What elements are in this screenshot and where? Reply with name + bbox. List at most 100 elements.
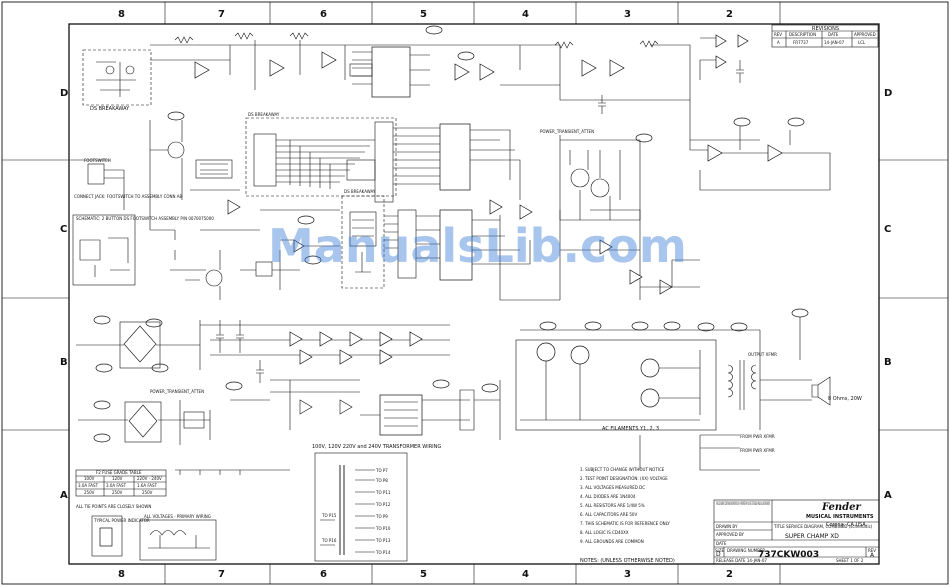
note-8: 8. ALL LOGIC IS CD40XX — [580, 530, 629, 535]
schematic-note: SCHEMATIC: 2 BUTTON DS FOOTSWITCH ASSEMB… — [76, 216, 214, 221]
to-p13: TO P13 — [375, 538, 391, 543]
ds-breakaway-top-label: DS BREAKAWAY — [90, 106, 130, 112]
zone-top-4: 4 — [522, 9, 529, 20]
circuit-c-left: FOOTSWITCH CONNECT JACK: FOOTSWITCH TO A… — [70, 120, 300, 300]
ac-filaments-label: AC FILAMENTS Y1, 2, 3 — [602, 426, 659, 432]
title-value: SERVICE DIAGRAM, COMBINED (schematic) — [786, 524, 873, 529]
transformer-title: 100V, 120V 220V and 240V TRANSFORMER WIR… — [312, 444, 441, 450]
power-transient-b-label: POWER_TRANSIENT_ATTEN — [150, 389, 204, 394]
to-p16: TO P16 — [321, 538, 337, 543]
note-6: 6. ALL CAPACITORS ARE 50V — [580, 512, 637, 517]
size-value: D — [716, 551, 721, 558]
rev-value-block: A — [870, 552, 875, 559]
sheet-number: SHEET 1 OF 2 — [836, 558, 864, 563]
zone-left-c: C — [60, 224, 67, 235]
zone-bottom-2: 2 — [726, 569, 733, 580]
typical-power-label: TYPICAL POWER INDICATOR — [93, 518, 150, 523]
zone-bottom-8: 8 — [118, 569, 125, 580]
ds-breakaway-box-top — [82, 49, 152, 106]
notes-block: 1. SUBJECT TO CHANGE WITHOUT NOTICE 2. T… — [580, 467, 675, 564]
circuit-c-right: POWER_TRANSIENT_ATTEN — [540, 129, 641, 221]
date-header: DATE — [828, 32, 839, 37]
size-label: SIZE — [715, 548, 724, 553]
circuit-c-bus: DS BREAKAWAY DS BREAKAWAY — [245, 112, 700, 301]
revisions-block: REVISIONS REV DESCRIPTION DATE APPROVED … — [771, 24, 879, 48]
output-xfmr-label: OUTPUT XFMR — [748, 352, 777, 357]
fuse-table: F2 FUSE GRADE TABLE 100V 120V 220V - 240… — [75, 469, 167, 497]
rev-header: REV — [774, 32, 782, 37]
release-date: RELEASE DATE 14-JAN-07 — [716, 558, 767, 563]
zone-bottom-6: 6 — [320, 569, 327, 580]
drawing-number-label: DRAWING NUMBER — [727, 548, 765, 553]
note-5: 5. ALL RESISTORS ARE 1/4W 5% — [580, 503, 645, 508]
to-p7: TO P7 — [375, 468, 388, 473]
to-p12: TO P12 — [375, 502, 391, 507]
zone-top-5: 5 — [420, 9, 427, 20]
footswitch-label: FOOTSWITCH — [84, 158, 111, 163]
from-pwr-xfmr-label: FROM PWR XFMR — [740, 434, 775, 439]
zone-top-6: 6 — [320, 9, 327, 20]
to-p11: TO P11 — [375, 490, 391, 495]
zone-bottom-4: 4 — [522, 569, 529, 580]
fuse-220v-rating: 1.6A FAST — [137, 483, 158, 488]
zone-top-3: 3 — [624, 9, 631, 20]
to-p10: TO P10 — [375, 526, 391, 531]
fuse-table-title: F2 FUSE GRADE TABLE — [96, 470, 142, 475]
zone-top-7: 7 — [218, 9, 225, 20]
fuse-100v-rating: 3.0A FAST — [78, 483, 99, 488]
to-p9: TO P9 — [375, 514, 388, 519]
power-transient-label: POWER_TRANSIENT_ATTEN — [540, 129, 594, 134]
note-2: 2. TEST POINT DESIGNATION: (XX) VOLTAGE — [580, 476, 668, 481]
approved-header: APPROVED — [854, 32, 876, 37]
all-tie-note: ALL TIE POINTS ARE CLOSELY SHOWN — [76, 504, 151, 509]
description-header: DESCRIPTION — [789, 32, 816, 37]
note-4: 4. ALL DIODES ARE 1N4004 — [580, 494, 636, 499]
title-block: THIS DOCUMENT CONTAINS INFORMATION OF A … — [713, 499, 880, 565]
description-value: FR7737 — [793, 40, 809, 45]
zone-right-d: D — [884, 88, 892, 99]
zone-top-2: 2 — [726, 9, 733, 20]
zone-top-8: 8 — [118, 9, 125, 20]
title-label: TITLE — [773, 524, 785, 529]
to-p15: TO P15 — [321, 513, 337, 518]
circuit-b-row: POWER_TRANSIENT_ATTEN — [76, 315, 501, 445]
zone-left-d: D — [60, 88, 68, 99]
primary-wiring: ALL TIE POINTS ARE CLOSELY SHOWN TYPICAL… — [76, 469, 290, 561]
to-p8: TO P8 — [375, 478, 388, 483]
fuse-120v-voltage: 250V — [112, 490, 123, 495]
note-7: 7. THIS SCHEMATIC IS FOR REFERENCE ONLY — [580, 521, 670, 526]
zone-bottom-7: 7 — [218, 569, 225, 580]
watermark: ManualsLib.com — [268, 219, 687, 273]
approved-value: LCL — [858, 40, 866, 45]
proprietary-notice: THIS DOCUMENT CONTAINS INFORMATION OF A … — [716, 501, 770, 506]
to-p14: TO P14 — [375, 550, 391, 555]
date-value: 14-JAN-07 — [824, 40, 845, 45]
rev-value: A — [777, 40, 780, 45]
circuit-tube-amp: OUTPUT XFMR 8 Ohms, 20W AC FILAMENTS Y1,… — [515, 308, 862, 471]
circuit-d-row: DS BREAKAWAY — [82, 25, 831, 191]
approved-by-label: APPROVED BY — [716, 532, 745, 537]
transformer-wiring: 100V, 120V 220V and 240V TRANSFORMER WIR… — [312, 444, 441, 562]
note-1: 1. SUBJECT TO CHANGE WITHOUT NOTICE — [580, 467, 665, 472]
from-pwr-xfmr-label-2: FROM PWR XFMR — [740, 448, 775, 453]
note-3: 3. ALL VOLTAGES MEASURED DC — [580, 485, 645, 490]
company-name: MUSICAL INSTRUMENTS — [806, 514, 874, 520]
product-name: SUPER CHAMP XD — [785, 533, 839, 540]
drawing-number: 737CKW003 — [758, 550, 819, 560]
zone-right-a: A — [884, 490, 892, 501]
fuse-header-220v: 220V - 240V — [137, 476, 162, 481]
ds-breakaway-mid-label: DS BREAKAWAY — [248, 112, 280, 117]
company-location: Corona, CA USA — [826, 522, 866, 528]
footswitch-note: CONNECT JACK: FOOTSWITCH TO ASSEMBLY CON… — [74, 194, 183, 199]
zone-left-a: A — [60, 490, 68, 501]
notes-title: NOTES: (UNLESS OTHERWISE NOTED) — [580, 558, 675, 564]
zone-right-b: B — [884, 357, 892, 368]
fuse-header-100v: 100V — [84, 476, 95, 481]
primary-wiring-note: ALL VOLTAGES - PRIMARY WIRING — [144, 514, 211, 519]
zone-bottom-3: 3 — [624, 569, 631, 580]
rev-label: REV — [868, 548, 876, 553]
inner-frame — [68, 23, 880, 565]
